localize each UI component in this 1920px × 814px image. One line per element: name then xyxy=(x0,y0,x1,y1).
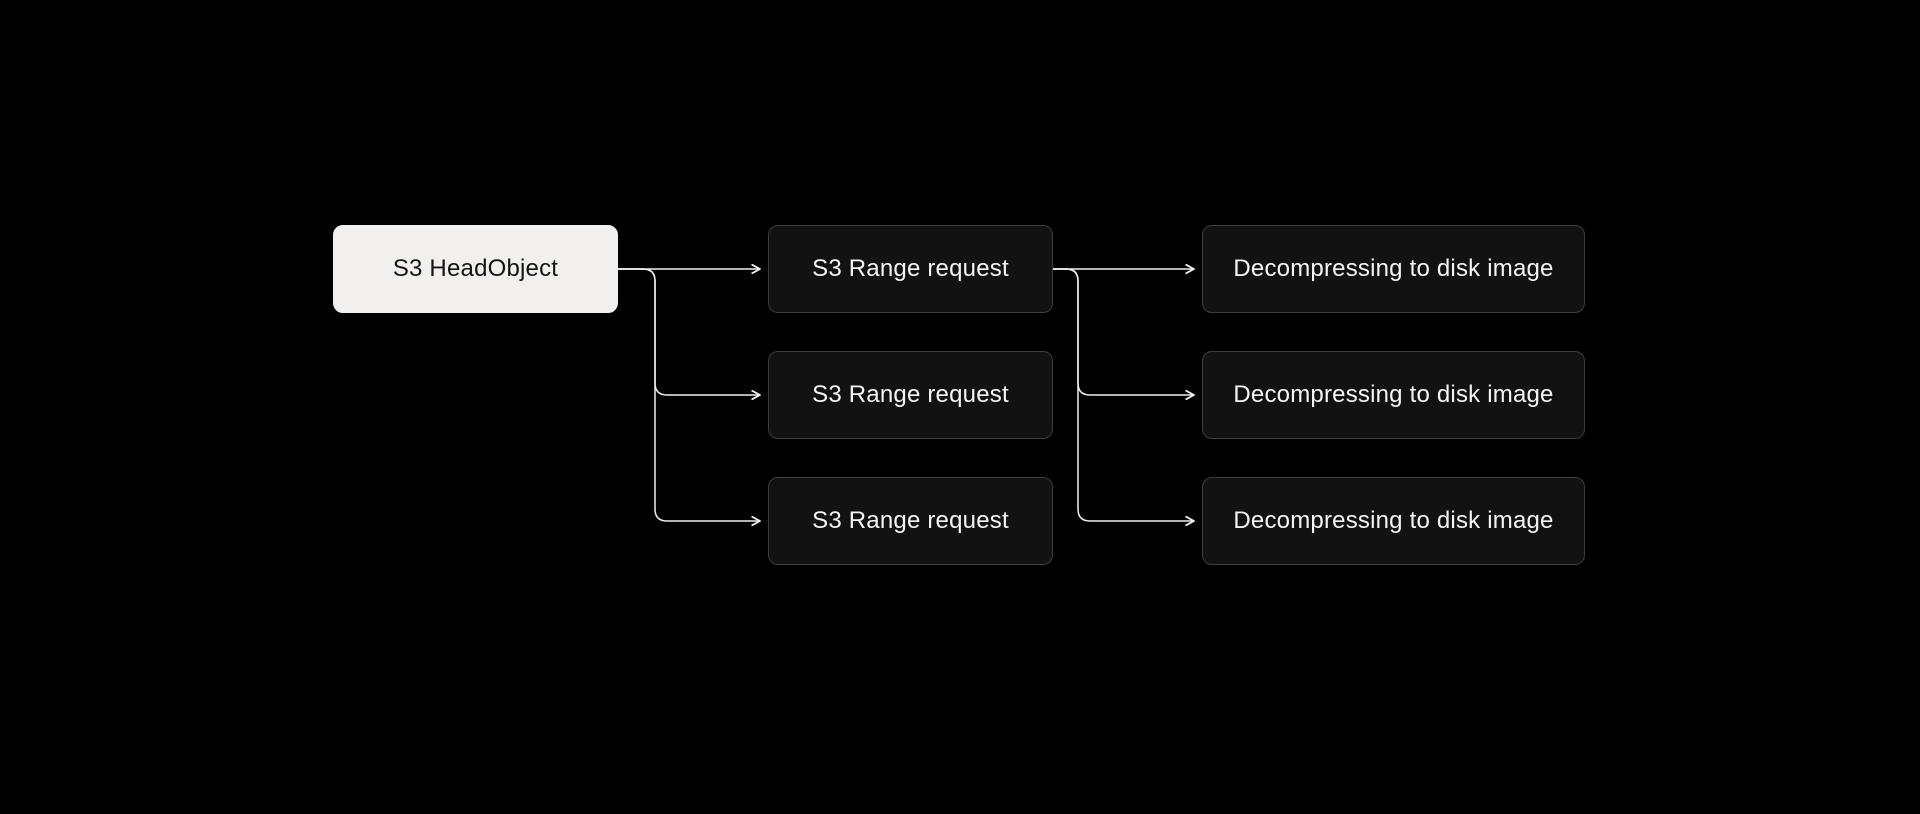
node-s3-headobject: S3 HeadObject xyxy=(333,225,618,313)
edge-head-to-range3 xyxy=(618,268,761,527)
node-decompressing-1: Decompressing to disk image xyxy=(1202,225,1585,313)
node-label: S3 Range request xyxy=(812,255,1009,282)
node-label: S3 HeadObject xyxy=(392,255,559,282)
node-label: S3 Range request xyxy=(812,507,1009,534)
edge-range1-to-decomp3 xyxy=(1053,268,1195,527)
node-s3-range-request-2: S3 Range request xyxy=(768,351,1053,439)
node-s3-range-request-3: S3 Range request xyxy=(768,477,1053,565)
node-s3-range-request-1: S3 Range request xyxy=(768,225,1053,313)
node-decompressing-3: Decompressing to disk image xyxy=(1202,477,1585,565)
node-decompressing-2: Decompressing to disk image xyxy=(1202,351,1585,439)
edge-head-to-range2 xyxy=(618,268,761,401)
node-label: S3 Range request xyxy=(812,381,1009,408)
node-label: Decompressing to disk image xyxy=(1233,255,1554,282)
node-label: Decompressing to disk image xyxy=(1233,507,1554,534)
node-label: Decompressing to disk image xyxy=(1233,381,1554,408)
edge-range1-to-decomp2 xyxy=(1053,268,1195,401)
